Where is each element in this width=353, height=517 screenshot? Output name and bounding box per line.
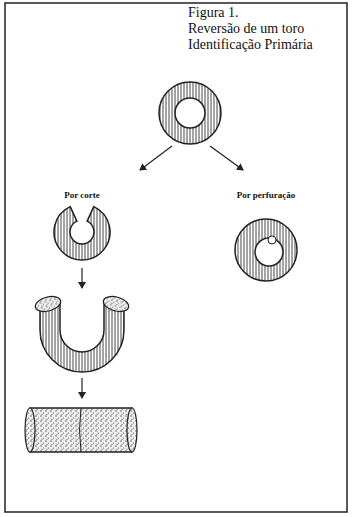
method-label: Por perfuração [237, 190, 296, 200]
arrow [140, 146, 172, 170]
everted-cylinder [25, 408, 137, 452]
figure-title: Figura 1. [188, 5, 239, 21]
frame [5, 3, 347, 512]
arrow [81, 268, 82, 288]
torus [159, 82, 221, 144]
figure-subtitle: Identificação Primária [188, 37, 313, 53]
arrow [81, 378, 82, 398]
method-label: Por corte [64, 190, 100, 200]
arrow [210, 146, 243, 170]
cut-torus [54, 207, 110, 260]
figure-subtitle: Reversão de um toro [188, 21, 304, 37]
perforated-torus [235, 219, 297, 281]
opening-torus [34, 294, 131, 372]
